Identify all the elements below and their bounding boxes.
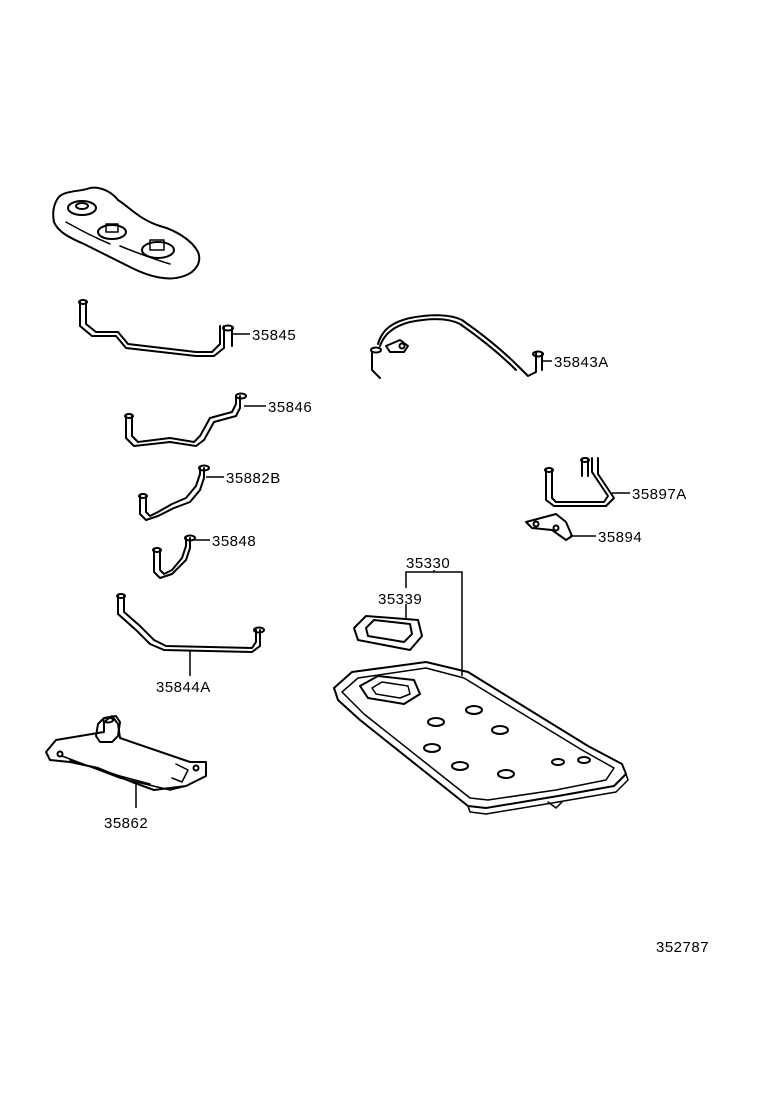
label-35845: 35845 <box>252 327 296 344</box>
label-35894: 35894 <box>598 529 642 546</box>
label-35339: 35339 <box>378 591 422 608</box>
gasket-35339-drawing <box>353 615 423 651</box>
strainer-35330-drawing <box>333 661 629 815</box>
pipe-35848-drawing <box>152 534 196 579</box>
bracket-35894-drawing <box>525 513 573 541</box>
pipe-35845-drawing <box>78 299 234 357</box>
label-35862: 35862 <box>104 815 148 832</box>
label-35897A: 35897A <box>632 486 687 503</box>
diagram-code: 352787 <box>656 939 709 956</box>
pipe-35882B-drawing <box>138 464 210 521</box>
label-35330: 35330 <box>406 555 450 572</box>
pipe-35897A-drawing <box>544 457 615 507</box>
label-35882B: 35882B <box>226 470 281 487</box>
valve-body-plate-drawing <box>52 186 201 280</box>
label-35844A: 35844A <box>156 679 211 696</box>
pipe-35843A-drawing <box>370 314 544 379</box>
pipe-35846-drawing <box>124 392 247 447</box>
label-35848: 35848 <box>212 533 256 550</box>
label-35843A: 35843A <box>554 354 609 371</box>
cover-35862-drawing <box>45 715 207 791</box>
pipe-35844A-drawing <box>116 593 265 653</box>
label-35846: 35846 <box>268 399 312 416</box>
